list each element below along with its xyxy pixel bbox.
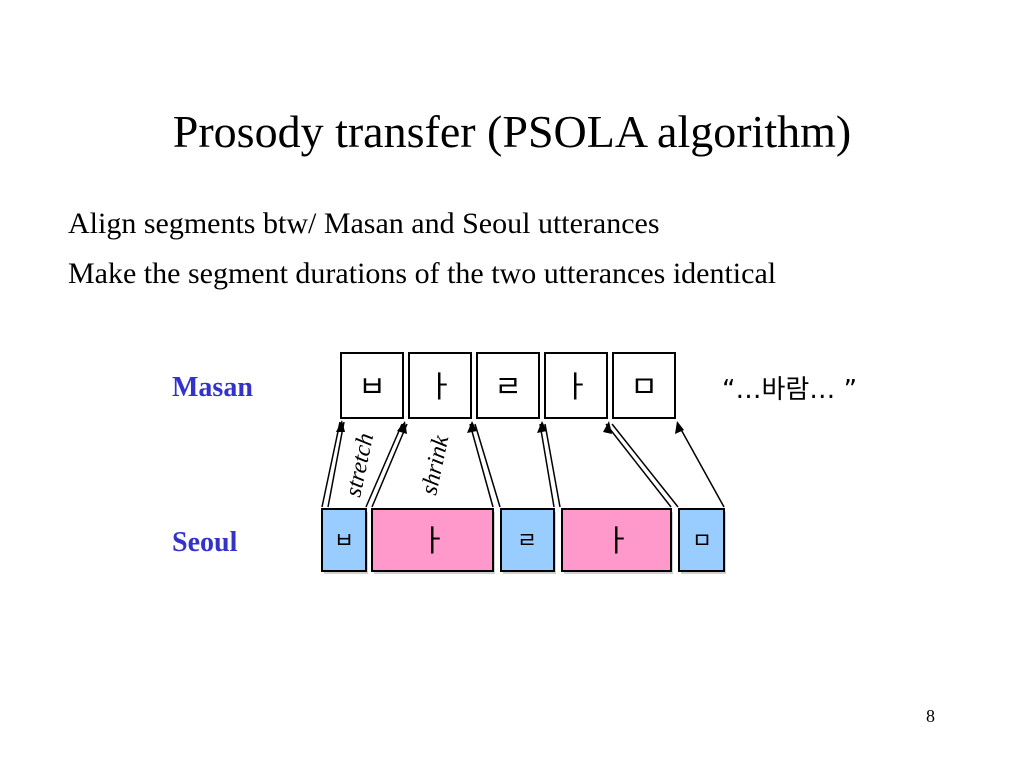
masan-segments: ㅂ ㅏ ㄹ ㅏ ㅁ <box>340 352 676 419</box>
masan-label: Masan <box>172 372 253 403</box>
masan-segment-a2-text: ㅏ <box>562 370 590 405</box>
masan-segment-a2 <box>544 352 608 419</box>
masan-segment-m-text: ㅁ <box>630 370 658 405</box>
masan-segment-b <box>340 352 404 419</box>
seoul-segment-a2-text: ㅏ <box>603 524 631 559</box>
seoul-segment-a2 <box>561 508 672 572</box>
masan-segment-b-text: ㅂ <box>358 370 386 405</box>
seoul-segment-a1 <box>371 508 494 572</box>
masan-segment-a1 <box>408 352 472 419</box>
seoul-segment-b <box>321 508 367 572</box>
seoul-segment-b-text: ㅂ <box>334 529 354 554</box>
seoul-segment-m-text: ㅁ <box>692 529 712 554</box>
quote-baram: “…바람… ” <box>722 375 858 405</box>
seoul-segment-a1-text: ㅏ <box>419 524 447 559</box>
bullet-identical-durations: Make the segment durations of the two ut… <box>68 257 777 290</box>
connector-arrowheads <box>336 420 684 434</box>
seoul-segment-m <box>678 508 725 572</box>
seoul-label: Seoul <box>172 527 238 558</box>
masan-segment-r <box>476 352 540 419</box>
shrink-label: shrink <box>416 433 454 497</box>
slide-title: Prosody transfer (PSOLA algorithm) <box>172 106 852 157</box>
seoul-segment-r <box>500 508 555 572</box>
seoul-segment-r-text: ㄹ <box>517 529 537 554</box>
seoul-segments: ㅂ ㅏ ㄹ ㅏ ㅁ <box>321 508 726 574</box>
masan-segment-r-text: ㄹ <box>494 370 522 405</box>
masan-segment-m <box>612 352 676 419</box>
masan-segment-a1-text: ㅏ <box>426 370 454 405</box>
page-number: 8 <box>926 706 935 726</box>
bullet-align-segments: Align segments btw/ Masan and Seoul utte… <box>68 207 660 240</box>
alignment-connectors <box>321 421 725 508</box>
